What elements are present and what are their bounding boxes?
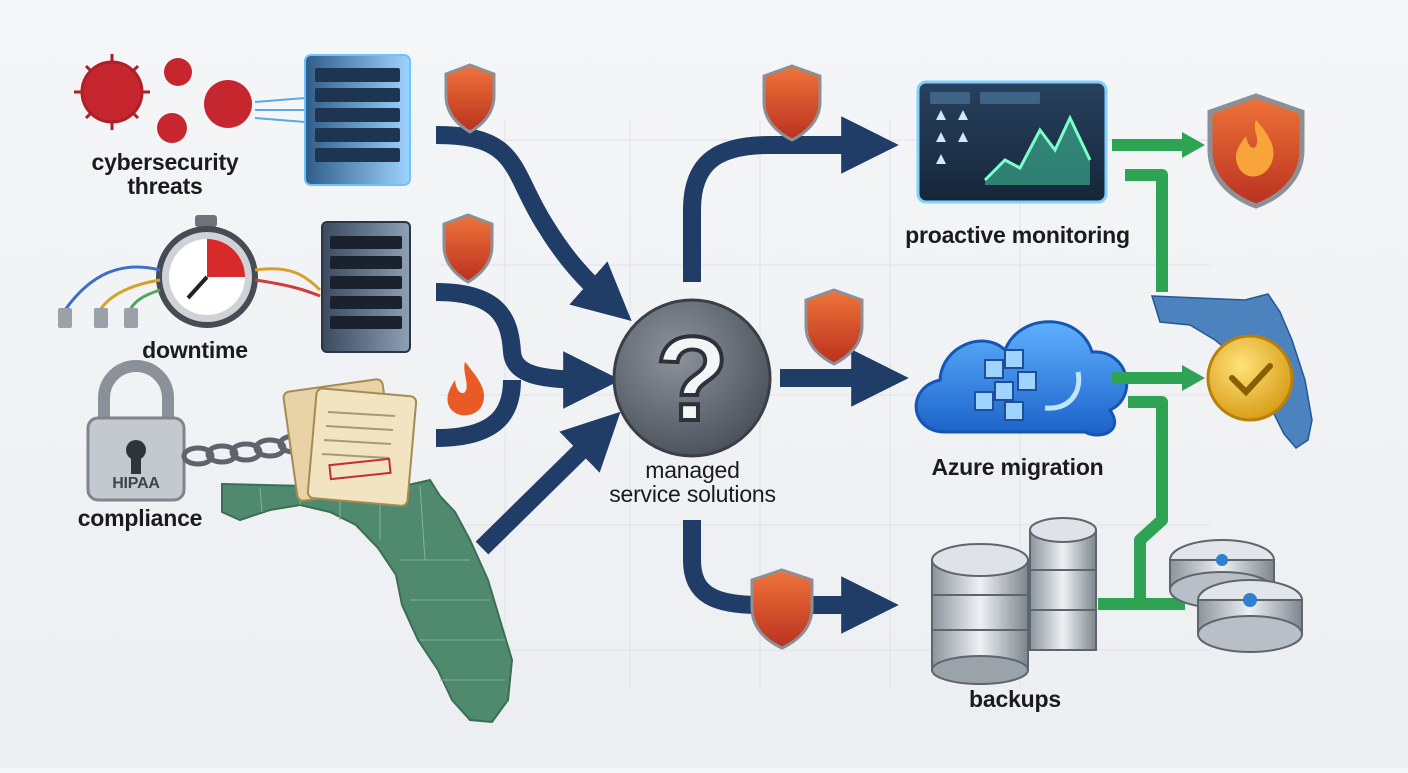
- arrow-hub-to-monitoring: [683, 116, 899, 282]
- stopwatch-icon: [156, 215, 258, 328]
- label-backups: backups: [969, 686, 1061, 712]
- hub-question-mark: ?: [655, 312, 728, 446]
- green-pipes: [1098, 139, 1185, 610]
- shield-icon: [444, 63, 496, 134]
- backup-disk-icon: [1169, 539, 1303, 653]
- label-managed-service-solutions: managed service solutions: [609, 457, 776, 508]
- label-proactive-monitoring: proactive monitoring: [905, 222, 1130, 248]
- label-compliance: compliance: [77, 505, 203, 531]
- florida-map-left: [221, 478, 514, 724]
- input-arrows: [435, 126, 632, 555]
- virus-icon-group: [74, 54, 306, 143]
- sync-arrow-icon: [1044, 371, 1082, 411]
- approval-seal-icon: [1206, 334, 1294, 422]
- arrow-downtime-to-hub: [435, 283, 621, 409]
- label-downtime: downtime: [142, 337, 248, 363]
- cloud-icon: [914, 320, 1129, 437]
- shield-icon: [442, 213, 494, 284]
- cable-lines: [63, 265, 322, 311]
- shield-icon: [750, 568, 814, 650]
- label-cybersecurity-threats: cybersecurity threats: [91, 149, 239, 200]
- cable-lines: [254, 97, 306, 123]
- server-icon: [321, 221, 411, 353]
- database-icon: [931, 517, 1097, 685]
- monitoring-dashboard-icon: [916, 80, 1108, 204]
- shield-icon: [762, 64, 822, 142]
- arrow-compliance-to-hub: [435, 379, 521, 447]
- flame-icon: [447, 362, 485, 416]
- pipe-arrowheads: [1182, 132, 1205, 391]
- cube-cluster-icon: [974, 349, 1037, 421]
- virus-icon: [204, 80, 252, 128]
- arrow-florida-to-hub: [475, 411, 621, 555]
- label-hipaa: HIPAA: [112, 475, 160, 492]
- padlock-icon: [86, 360, 186, 502]
- virus-icon: [164, 58, 192, 86]
- shield-icon: [804, 288, 864, 366]
- shield-icon: [1207, 93, 1305, 209]
- hub-node: ?: [612, 298, 772, 458]
- warning-icon: [936, 110, 968, 164]
- virus-icon: [74, 54, 150, 130]
- plug-icon: [58, 308, 138, 328]
- arrow-cybersecurity-to-hub: [435, 126, 632, 322]
- label-azure-migration: Azure migration: [931, 454, 1104, 480]
- server-icon: [304, 54, 411, 186]
- virus-icon: [157, 113, 187, 143]
- documents-icon: [282, 378, 418, 507]
